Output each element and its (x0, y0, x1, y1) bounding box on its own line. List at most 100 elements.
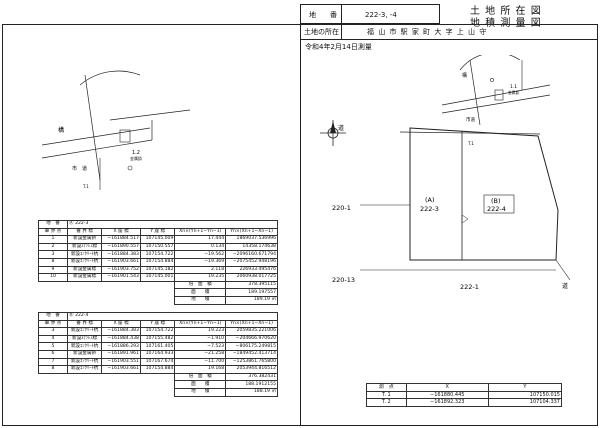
table-a-header: Y 座 標 (139, 227, 176, 237)
table-cell: 新設ｺﾝｸﾘｰﾄ杭 (66, 357, 103, 367)
control-table-header: 測 点 (366, 383, 407, 392)
table-cell: 107154.884 (139, 365, 176, 374)
table-cell: −806175.249815 (225, 342, 278, 351)
table-cell: 新設金属標 (66, 265, 103, 275)
table-cell: 2060938.017725 (225, 273, 278, 282)
table-cell: −1849452.413714 (225, 349, 278, 359)
table-a-header: 筆 界 点 (38, 227, 68, 237)
table-b-header: 筆 界 点 (38, 319, 68, 329)
table-cell: −1253861.765800 (225, 357, 278, 367)
table-cell: 9 (38, 265, 68, 275)
table-cell: 新設ｽﾃﾝﾚｽ標 (66, 242, 103, 252)
table-cell: 19.168 (174, 365, 227, 374)
table-cell: −161903.661 (101, 257, 141, 267)
sketch-point-label: T.1 (82, 184, 89, 189)
table-cell: −11.700 (174, 357, 227, 367)
sketch-point (127, 165, 133, 171)
road-label-right: 道 (562, 282, 568, 290)
survey-date: 令和4年2月14日測量 (305, 43, 372, 51)
table-a-header: X 座 標 (101, 227, 141, 237)
parcel-outline (409, 127, 559, 261)
sketch-scale-label: 1.1 (510, 84, 517, 90)
table-b-header: Y 座 標 (139, 319, 176, 329)
table-cell: 新設ｺﾝｸﾘｰﾄ杭 (66, 250, 103, 259)
right-location-sketch: 構 1.1 金属鋲 市道 T.1 (441, 55, 551, 146)
table-cell: −161884.383 (101, 327, 141, 336)
table-cell: 新設ｺﾝｸﾘｰﾄ杭 (66, 257, 103, 267)
parcel-b-number: 222-4 (487, 205, 506, 213)
sketch-scale-sub: 金属鋲 (508, 90, 520, 95)
sketch-arc (459, 55, 521, 71)
table-a-letter: Ⓐ (69, 221, 74, 227)
table-cell: T. 2 (366, 398, 407, 407)
table-cell: 5 (38, 342, 68, 351)
table-b-header: Xn×(Yn+1−Yn−1) (174, 319, 227, 329)
control-table-header: X (405, 383, 489, 392)
table-cell: 1869037.536996 (225, 235, 278, 244)
table-a-chiseki-label: 地 積 (174, 295, 227, 305)
table-cell: 1 (38, 235, 68, 244)
table-cell: −19.562 (174, 250, 227, 259)
table-a-header: 番 界 標 (66, 227, 103, 237)
table-cell: −161880.445 (405, 390, 489, 400)
sketch-arc (79, 70, 141, 86)
sketch-scale-label: 1.2 (132, 150, 140, 156)
table-b-header: X 座 標 (101, 319, 141, 329)
table-cell: 107154.884 (139, 257, 176, 267)
table-cell: −161901.543 (101, 273, 141, 282)
table-a-area-label: 面 積 (174, 288, 227, 297)
table-b-area-label: 面 積 (174, 380, 227, 389)
sketch-point (490, 78, 494, 82)
table-cell: 107104.337 (487, 398, 563, 407)
unit-label: ㎡ (271, 297, 276, 303)
table-cell: 107154.722 (139, 327, 176, 336)
sketch-road-edge (41, 139, 153, 159)
table-b-title-label: 地 番 (38, 312, 68, 321)
neighbor-label-left-2: 220-13 (332, 276, 355, 284)
chiban-box: 地 番 222-3, -4 (300, 4, 440, 24)
table-cell: 107154.722 (139, 250, 176, 259)
table-a-header: Xn×(Yn+1−Yn−1) (174, 227, 227, 237)
parcel-a-letter: (A) (425, 196, 435, 204)
table-cell: 新設ｽﾃﾝﾚｽ標 (66, 334, 103, 344)
sketch-kita-label: 構 (462, 72, 467, 79)
neighbor-label-bottom: 222-1 (460, 283, 479, 291)
unit-label: ㎡ (271, 389, 276, 395)
boundary-mark (461, 214, 469, 224)
parcel-a-number: 222-3 (420, 205, 439, 213)
table-cell: −161903.551 (101, 357, 141, 367)
table-cell: 107167.674 (139, 357, 176, 367)
table-cell: −161903.661 (101, 365, 141, 374)
sketch-road-edge (41, 127, 151, 146)
road-label-top: 道 (338, 124, 344, 132)
chiban-value: 222-3, -4 (365, 11, 397, 19)
table-cell: −2096160.671794 (225, 250, 278, 259)
table-a-number: 222-3 (75, 221, 89, 227)
doc-title-2: 地 積 測 量 図 (470, 18, 542, 29)
control-table-header: Y (487, 383, 563, 392)
table-a-chiseki-value: 189.19 ㎡ (225, 295, 278, 305)
chiban-label: 地 番 (309, 11, 337, 19)
sketch-structure (494, 89, 504, 101)
table-cell: −161892.323 (405, 398, 489, 407)
table-cell: 8 (38, 365, 68, 374)
table-cell: 新設ｺﾝｸﾘｰﾄ杭 (66, 342, 103, 351)
sketch-line (469, 59, 481, 126)
table-b-chiseki-label: 地 積 (174, 387, 227, 397)
parcel-b-box (483, 194, 515, 214)
table-cell: 6 (38, 349, 68, 359)
neighbor-label-left-1: 220-1 (332, 204, 351, 212)
table-cell: −19.369 (174, 257, 227, 267)
